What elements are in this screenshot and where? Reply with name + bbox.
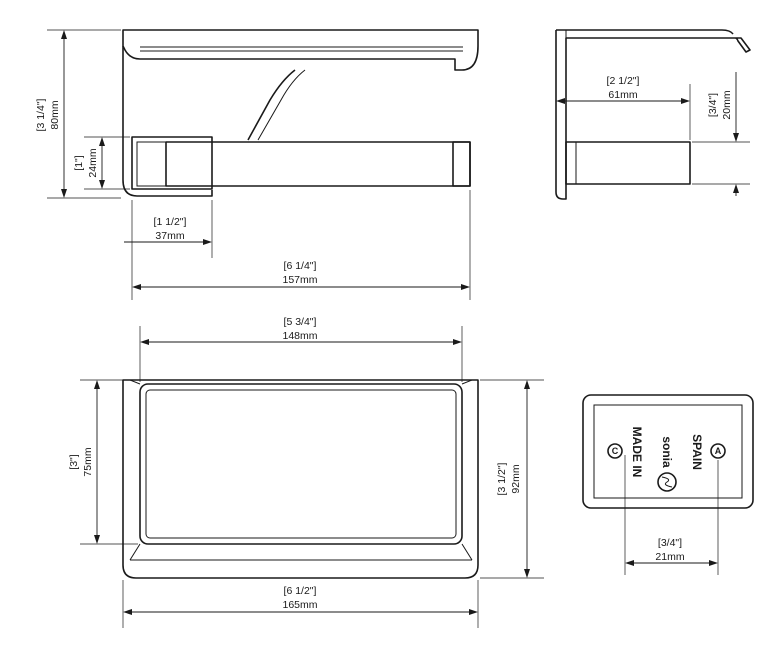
dim-top-outer-width: [6 1/2"] 165mm <box>122 580 479 628</box>
plate-spain: SPAIN <box>690 434 704 470</box>
side-view <box>555 29 751 200</box>
dim-front-bar-height: [1"] 24mm <box>73 136 130 190</box>
side-bar-height-mm: 20mm <box>721 90 733 119</box>
plate-mark-right: A <box>715 446 722 456</box>
top-outer-height-inch: [3 1/2"] <box>496 462 508 495</box>
plate-hole-right <box>710 443 726 459</box>
side-top <box>556 29 734 35</box>
dim-front-bar-offset: [1 1/2"] 37mm <box>124 200 213 258</box>
front-bracket <box>131 136 213 190</box>
dim-top-inner-width: [5 3/4"] 148mm <box>139 316 463 382</box>
top-inner-height-mm: 75mm <box>82 447 94 476</box>
top-view <box>122 379 479 579</box>
plate-made-in: MADE IN <box>630 427 644 478</box>
top-inner-width-inch: [5 3/4"] <box>284 316 317 328</box>
front-width-mm: 157mm <box>282 274 317 286</box>
front-rod-cap <box>452 141 471 187</box>
front-bar-offset-inch: [1 1/2"] <box>154 216 187 228</box>
plate-mark-left: C <box>612 446 619 456</box>
plate-hole-spacing-mm: 21mm <box>655 551 684 563</box>
front-shelf-inner <box>140 46 463 52</box>
top-outer-width-mm: 165mm <box>282 599 317 611</box>
front-bar-offset-mm: 37mm <box>155 230 184 242</box>
dim-top-inner-height: [3"] 75mm <box>68 379 138 545</box>
side-bar <box>565 141 691 185</box>
top-inner <box>139 383 463 545</box>
front-bar-height-inch: [1"] <box>73 155 85 170</box>
side-depth-mm: 61mm <box>608 89 637 101</box>
front-arm-inner <box>257 69 306 141</box>
front-height-inch: [3 1/4"] <box>35 98 47 131</box>
top-outer-width-inch: [6 1/2"] <box>284 585 317 597</box>
plate-hole-left <box>607 443 623 459</box>
front-bar-height-mm: 24mm <box>87 148 99 177</box>
front-height-mm: 80mm <box>49 100 61 129</box>
top-inner-height-inch: [3"] <box>68 454 80 469</box>
front-bracket-inner <box>136 141 167 187</box>
side-bar-height-inch: [3/4"] <box>707 93 719 117</box>
front-width-inch: [6 1/4"] <box>284 260 317 272</box>
top-tray-rim <box>129 379 473 561</box>
side-depth-inch: [2 1/2"] <box>607 75 640 87</box>
side-profile <box>555 30 751 200</box>
top-outer-height-mm: 92mm <box>510 464 522 493</box>
top-inner-edge <box>145 389 457 539</box>
front-view <box>122 29 479 197</box>
mounting-plate: C A MADE IN sonia SPAIN <box>582 394 754 509</box>
dim-side-depth: [2 1/2"] 61mm <box>556 75 691 140</box>
plate-outer <box>582 394 754 509</box>
dim-plate-hole-spacing: [3/4"] 21mm <box>624 455 719 575</box>
front-backplate <box>122 46 213 197</box>
front-shelf <box>122 29 479 71</box>
dim-front-height: [3 1/4"] 80mm <box>35 29 121 199</box>
top-inner-width-mm: 148mm <box>282 330 317 342</box>
dim-side-bar-height: [3/4"] 20mm <box>692 72 750 196</box>
sonia-logo-icon <box>657 472 677 492</box>
top-outer <box>122 379 479 579</box>
front-arm <box>247 69 296 141</box>
plate-brand: sonia <box>660 436 674 468</box>
plate-hole-spacing-inch: [3/4"] <box>658 537 682 549</box>
dim-top-outer-height: [3 1/2"] 92mm <box>480 379 544 579</box>
plate-inner <box>593 404 743 499</box>
dim-front-width: [6 1/4"] 157mm <box>131 190 471 300</box>
